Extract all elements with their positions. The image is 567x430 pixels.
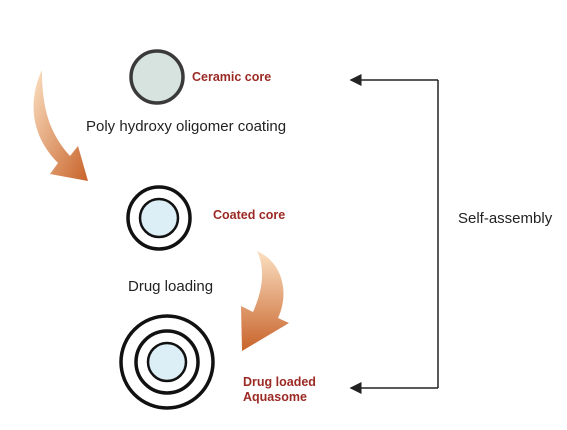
drug-loaded-label-line2: Aquasome [243, 390, 307, 404]
ceramic-core-label: Ceramic core [192, 70, 271, 84]
aquasome-inner-core [146, 341, 188, 383]
ceramic-core-circle [129, 49, 185, 105]
curved-arrow-icon [241, 251, 289, 351]
self-assembly-label: Self-assembly [458, 210, 553, 227]
drug-loaded-aquasome-label: Drug loaded Aquasome [243, 375, 319, 404]
drug-loaded-label-line1: Drug loaded [243, 375, 316, 389]
coating-step-label: Poly hydroxy oligomer coating [86, 118, 286, 135]
coated-core-label: Coated core [213, 208, 285, 222]
drug-loading-step-label: Drug loading [128, 278, 213, 295]
coated-core-inner-core [138, 197, 180, 239]
curved-arrow-icon [33, 70, 88, 181]
